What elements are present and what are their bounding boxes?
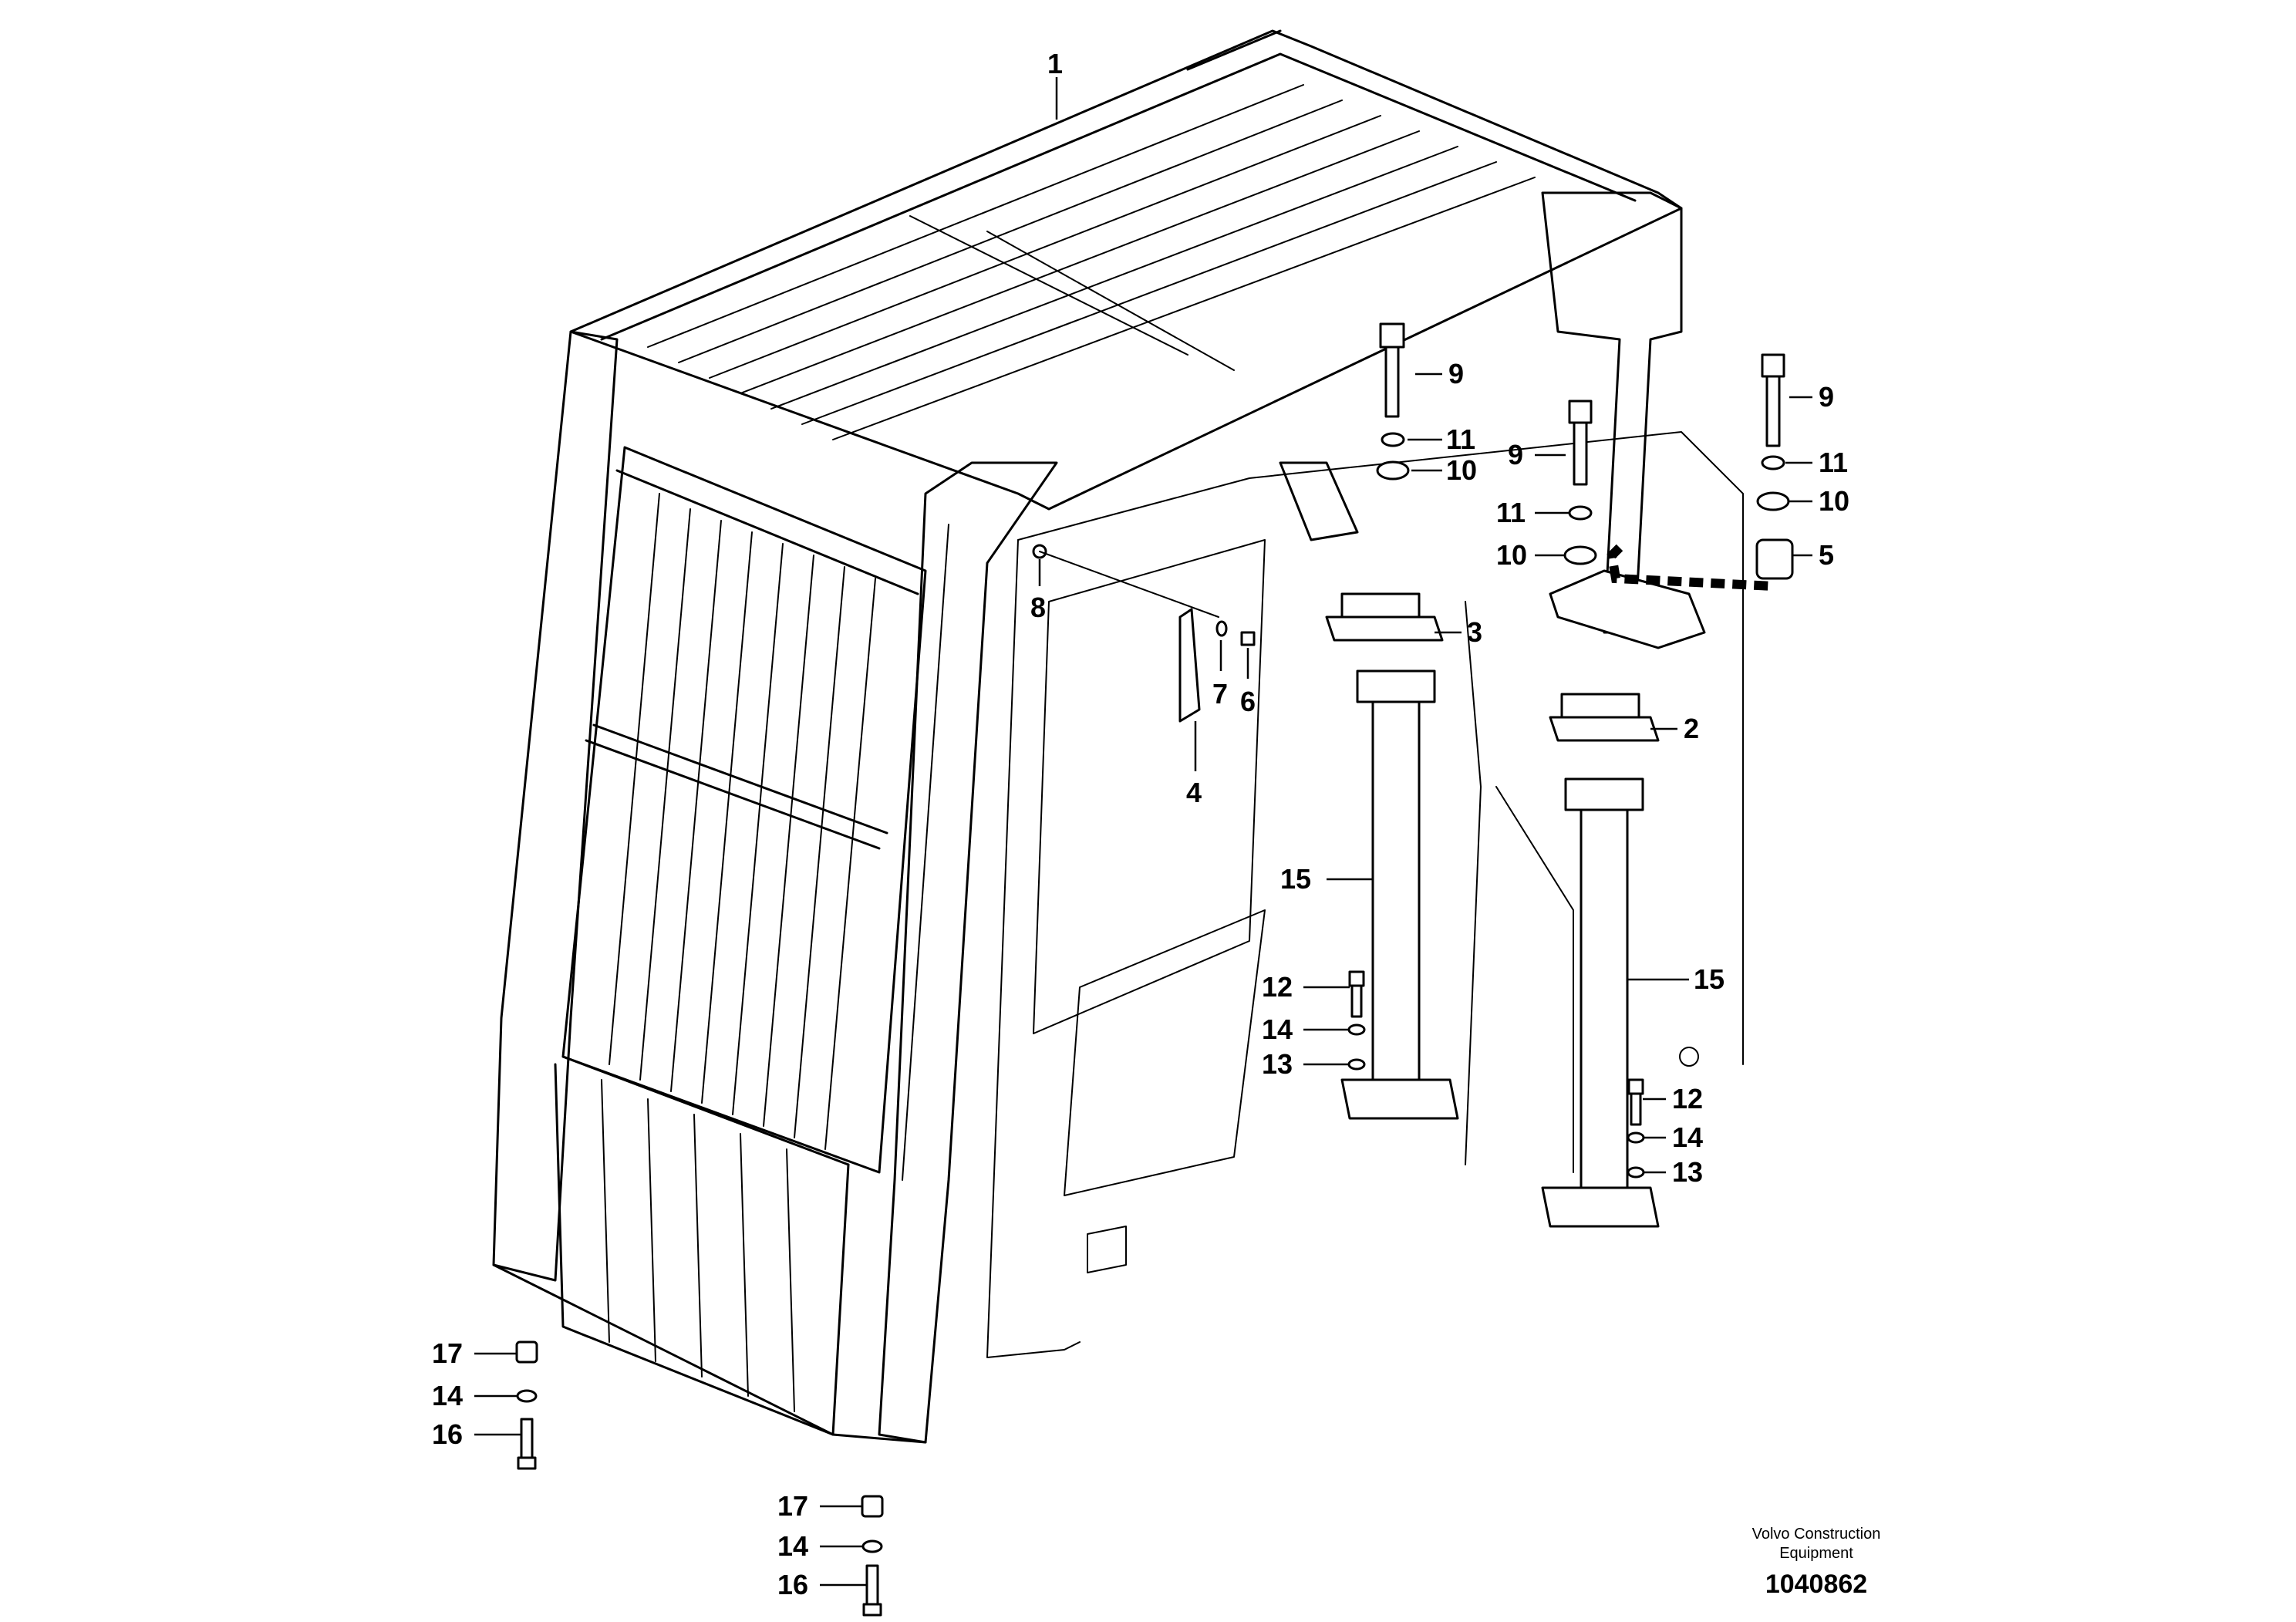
cab-guard-structure [492, 29, 1744, 1444]
callout-17-center: 17 [777, 1490, 808, 1522]
callout-14-bottom-left: 14 [432, 1380, 463, 1411]
callout-15-right: 15 [1694, 963, 1725, 995]
callout-5: 5 [1819, 539, 1834, 571]
callout-10-middle: 10 [1496, 539, 1527, 571]
callout-11-middle: 11 [1496, 497, 1526, 528]
callout-15-left: 15 [1280, 863, 1311, 895]
callout-14-right: 14 [1672, 1121, 1703, 1153]
callout-6: 6 [1240, 686, 1256, 717]
callout-10-right: 10 [1819, 485, 1849, 517]
callout-12-right: 12 [1672, 1083, 1703, 1114]
leader-lines [474, 77, 1812, 1587]
callout-12-left: 12 [1262, 971, 1293, 1003]
loose-parts [515, 322, 1794, 1617]
callout-10-left: 10 [1446, 454, 1477, 486]
callout-2: 2 [1684, 713, 1699, 744]
callout-3: 3 [1467, 616, 1482, 648]
callout-14-bottom-center: 14 [777, 1530, 808, 1562]
callout-16-center: 16 [777, 1569, 808, 1600]
callout-13-left: 13 [1262, 1048, 1293, 1080]
callout-7: 7 [1212, 678, 1228, 710]
callout-9-middle: 9 [1508, 439, 1523, 470]
footer: Volvo Construction Equipment 1040862 [1752, 1526, 1881, 1599]
callout-14-left: 14 [1262, 1013, 1293, 1045]
callout-8: 8 [1030, 592, 1046, 623]
callout-1: 1 [1047, 48, 1063, 79]
callout-11-left: 11 [1446, 423, 1475, 455]
callout-13-right: 13 [1672, 1156, 1703, 1188]
callout-11-right: 11 [1819, 447, 1848, 478]
callout-9-right: 9 [1819, 381, 1834, 413]
document-number: 1040862 [1765, 1570, 1867, 1599]
brand-line-2: Equipment [1779, 1545, 1853, 1562]
callout-16-left: 16 [432, 1418, 463, 1450]
callout-17-left: 17 [432, 1337, 463, 1369]
callout-labels: 1 9 11 10 3 9 11 10 2 9 11 10 5 8 7 6 4 … [432, 48, 1849, 1600]
callout-4: 4 [1186, 777, 1202, 808]
callout-9-left: 9 [1448, 358, 1464, 389]
brand-line-1: Volvo Construction [1752, 1526, 1881, 1543]
